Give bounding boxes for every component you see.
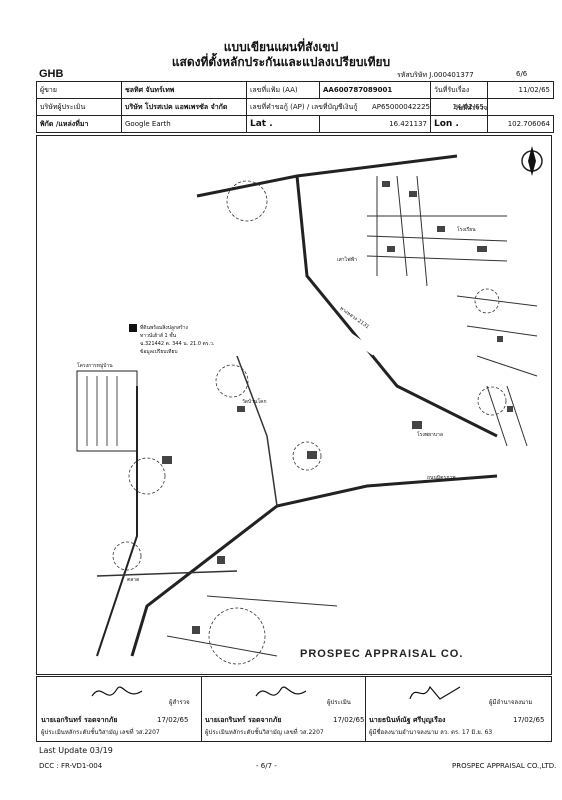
footer-company: PROSPEC APPRAISAL CO.,LTD. xyxy=(452,762,557,770)
north-label: N xyxy=(529,156,535,163)
signature-surveyor: ผู้สำรวจ นายเอกรินทร์ รอดจากภัย 17/02/65… xyxy=(37,677,202,741)
sign-date: 17/02/65 xyxy=(157,716,189,724)
lat-value: 16.421137 xyxy=(319,115,431,133)
road-lower xyxy=(96,570,238,577)
buildings xyxy=(162,181,513,634)
comparison-circles xyxy=(112,180,507,665)
legend-line3: ฉ.321442 ต. 344 น. 21.0 ตร.ว. xyxy=(140,341,215,347)
signer-name: นายเอกรินทร์ รอดจากภัย xyxy=(41,716,118,724)
legend-marker xyxy=(129,324,137,332)
signer-name: นายธนินท์ณัฐ ศรีบุญเรือง xyxy=(369,716,446,724)
signature-mark-1 xyxy=(91,686,143,697)
signer-cap: ผู้ประเมินหลักระดับชั้นวิสามัญ เลขที่ วส… xyxy=(41,729,160,736)
signer-cap: ผู้ประเมินหลักระดับชั้นวิสามัญ เลขที่ วส… xyxy=(205,729,324,736)
lon-label: Lon . xyxy=(430,115,488,133)
map-label-school: โรงเรียน xyxy=(457,227,476,233)
location-source: Google Earth xyxy=(121,115,247,133)
signature-appraiser: ผู้ประเมิน นายเอกรินทร์ รอดจากภัย 17/02/… xyxy=(201,677,366,741)
last-update: Last Update 03/19 xyxy=(39,746,113,755)
role-label: ผู้ประเมิน xyxy=(327,699,351,706)
legend-line1: ที่ดินพร้อมสิ่งปลูกสร้าง xyxy=(140,325,188,331)
town-grid xyxy=(366,175,538,447)
document-title: แบบเขียนแผนที่สังเขป xyxy=(223,40,339,54)
signature-authorized: ผู้มีอำนาจลงนาม นายธนินท์ณัฐ ศรีบุญเรือง… xyxy=(365,677,551,741)
map-label-market: ตลาด xyxy=(127,577,140,583)
lon-value: 102.706064 xyxy=(487,115,554,133)
company-value: บริษัท โปรสเปค แอพเพรซัล จำกัด xyxy=(121,98,247,116)
north-arrow xyxy=(528,146,536,176)
location-label: พิกัด /แหล่งที่มา xyxy=(36,115,122,133)
legend-line4: ข้อมูลเปรียบเทียบ xyxy=(140,349,178,355)
survey-label: วันที่สำรวจ xyxy=(454,104,488,112)
map-label-project: โครงการหมู่บ้าน xyxy=(77,363,113,369)
recv-value: 11/02/65 xyxy=(487,81,554,99)
company-ref: รหัสบริษัท J.000401377 xyxy=(397,71,474,79)
footer-page: - 6/7 - xyxy=(256,762,277,770)
road-local xyxy=(236,355,278,507)
map-sketch xyxy=(76,146,543,665)
map-area: ที่ดินพร้อมสิ่งปลูกสร้าง ทาวน์เฮ้าส์ 1 ช… xyxy=(36,135,552,675)
info-table: ผู้ขาย ชลทิศ จันทร์เทพ เลขที่แฟ้ม (AA) A… xyxy=(36,81,554,133)
company-label: บริษัทผู้ประเมิน xyxy=(36,98,122,116)
file-label: เลขที่แฟ้ม (AA) xyxy=(246,81,320,99)
signer-cap: ผู้มีชื่อลงนามอำนาจลงนาม ลว. ตร. 17 มิ.ย… xyxy=(369,729,493,736)
company-stamp: PROSPEC APPRAISAL CO. xyxy=(300,648,464,660)
map-label-road: ถนนมิตรภาพ xyxy=(427,475,456,481)
signer-name: นายเอกรินทร์ รอดจากภัย xyxy=(205,716,282,724)
ap-value: AP65000042225 xyxy=(372,103,430,111)
map-label-temple: วัดบ้านโคก xyxy=(242,399,267,405)
lat-label: Lat . xyxy=(246,115,320,133)
role-label: ผู้มีอำนาจลงนาม xyxy=(489,699,533,706)
doc-code: DCC : FR-VD1-004 xyxy=(39,762,103,770)
recv-label: วันที่รับเรื่อง xyxy=(430,81,488,99)
owner-label: ผู้ขาย xyxy=(36,81,122,99)
map-label-hospital: โรงพยาบาล xyxy=(417,432,443,438)
project-block xyxy=(76,370,138,452)
bank-code: GHB xyxy=(39,68,64,80)
signature-mark-3 xyxy=(409,685,461,700)
owner-value: ชลทิศ จันทร์เทพ xyxy=(121,81,247,99)
road-diagonal xyxy=(295,175,498,438)
map-label-pole: เสาไฟฟ้า xyxy=(337,257,357,263)
legend-line2: ทาวน์เฮ้าส์ 1 ชั้น xyxy=(140,333,177,339)
project-lots xyxy=(86,376,118,446)
document-subtitle: แสดงที่ตั้งหลักประกันและแปลงเปรียบเทียบ xyxy=(171,55,391,69)
file-value: AA600787089001 xyxy=(319,81,431,99)
sign-date: 17/02/65 xyxy=(333,716,365,724)
signature-mark-2 xyxy=(255,686,307,697)
role-label: ผู้สำรวจ xyxy=(169,699,190,706)
road-southwest xyxy=(130,474,498,657)
sign-date: 17/02/65 xyxy=(513,716,545,724)
header-page: 6/6 xyxy=(516,70,528,78)
signature-table: ผู้สำรวจ นายเอกรินทร์ รอดจากภัย 17/02/65… xyxy=(36,676,552,742)
